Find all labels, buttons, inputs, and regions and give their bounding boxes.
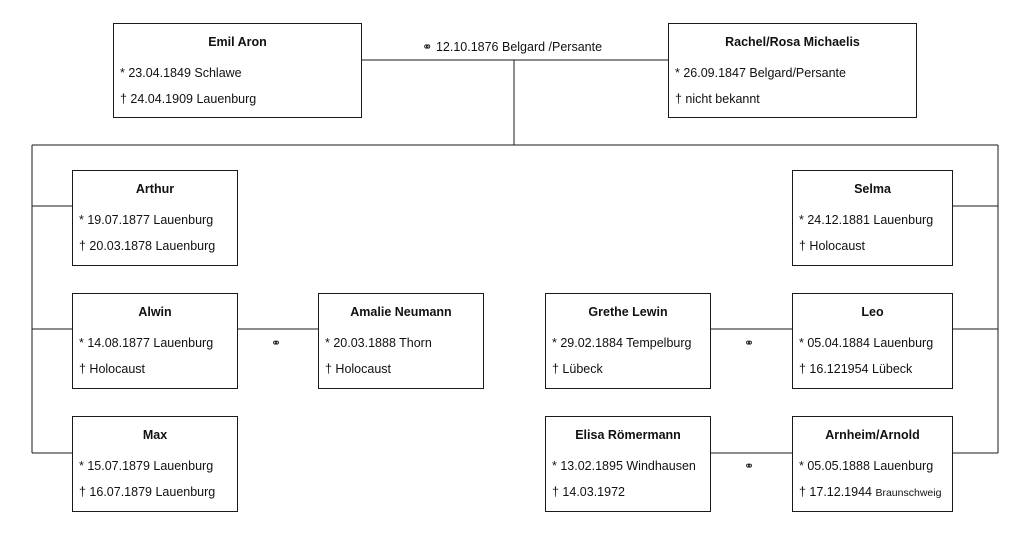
person-name: Leo [861, 305, 884, 319]
person-name: Elisa Römermann [575, 428, 681, 442]
death-info: † Holocaust [325, 362, 392, 376]
death-info: † Holocaust [79, 362, 146, 376]
death-info: † 24.04.1909 Lauenburg [120, 92, 257, 106]
parents-marriage-label: ⚭ 12.10.1876 Belgard /Persante [422, 40, 603, 54]
person-name: Emil Aron [208, 35, 267, 49]
birth-info: * 15.07.1879 Lauenburg [79, 459, 214, 473]
birth-info: * 14.08.1877 Lauenburg [79, 336, 214, 350]
death-info: † 17.12.1944 Braunschweig [799, 485, 941, 499]
person-box-amalie-neumann[interactable]: Amalie Neumann * 20.03.1888 Thorn † Holo… [318, 293, 484, 389]
birth-info: * 05.04.1884 Lauenburg [799, 336, 934, 350]
death-date: † 17.12.1944 [799, 485, 876, 499]
birth-info: * 19.07.1877 Lauenburg [79, 213, 214, 227]
person-name: Max [142, 428, 168, 442]
person-box-arnheim-arnold[interactable]: Arnheim/Arnold * 05.05.1888 Lauenburg † … [792, 416, 953, 512]
person-box-elisa-roemermann[interactable]: Elisa Römermann * 13.02.1895 Windhausen … [545, 416, 711, 512]
marriage-rings-icon: ⚭ [271, 336, 282, 350]
person-name: Arnheim/Arnold [825, 428, 920, 442]
person-name: Alwin [138, 305, 172, 319]
death-info: † 14.03.1972 [552, 485, 625, 499]
marriage-rings-icon: ⚭ [744, 459, 755, 473]
person-box-selma[interactable]: Selma * 24.12.1881 Lauenburg † Holocaust [792, 170, 953, 266]
person-box-rachel-rosa-michaelis[interactable]: Rachel/Rosa Michaelis * 26.09.1847 Belga… [668, 23, 917, 118]
death-info: † Lübeck [552, 362, 603, 376]
person-box-arthur[interactable]: Arthur * 19.07.1877 Lauenburg † 20.03.18… [72, 170, 238, 266]
person-box-leo[interactable]: Leo * 05.04.1884 Lauenburg † 16.121954 L… [792, 293, 953, 389]
death-place: Braunschweig [875, 487, 942, 499]
marriage-rings-icon: ⚭ [744, 336, 755, 350]
death-info: † nicht bekannt [675, 92, 760, 106]
birth-info: * 26.09.1847 Belgard/Persante [675, 66, 846, 80]
person-name: Rachel/Rosa Michaelis [725, 35, 860, 49]
person-name: Arthur [135, 182, 175, 196]
person-box-alwin[interactable]: Alwin * 14.08.1877 Lauenburg † Holocaust [72, 293, 238, 389]
person-box-emil-aron[interactable]: Emil Aron * 23.04.1849 Schlawe † 24.04.1… [113, 23, 362, 118]
birth-info: * 24.12.1881 Lauenburg [799, 213, 934, 227]
birth-info: * 13.02.1895 Windhausen [552, 459, 696, 473]
death-info: † 16.07.1879 Lauenburg [79, 485, 216, 499]
person-name: Selma [854, 182, 891, 196]
death-info: † Holocaust [799, 239, 866, 253]
person-name: Grethe Lewin [588, 305, 668, 319]
birth-info: * 20.03.1888 Thorn [325, 336, 432, 350]
person-name: Amalie Neumann [350, 305, 452, 319]
birth-info: * 29.02.1884 Tempelburg [552, 336, 692, 350]
death-info: † 16.121954 Lübeck [799, 362, 913, 376]
death-info: † 20.03.1878 Lauenburg [79, 239, 216, 253]
birth-info: * 05.05.1888 Lauenburg [799, 459, 934, 473]
person-box-max[interactable]: Max * 15.07.1879 Lauenburg † 16.07.1879 … [72, 416, 238, 512]
birth-info: * 23.04.1849 Schlawe [120, 66, 242, 80]
person-box-grethe-lewin[interactable]: Grethe Lewin * 29.02.1884 Tempelburg † L… [545, 293, 711, 389]
